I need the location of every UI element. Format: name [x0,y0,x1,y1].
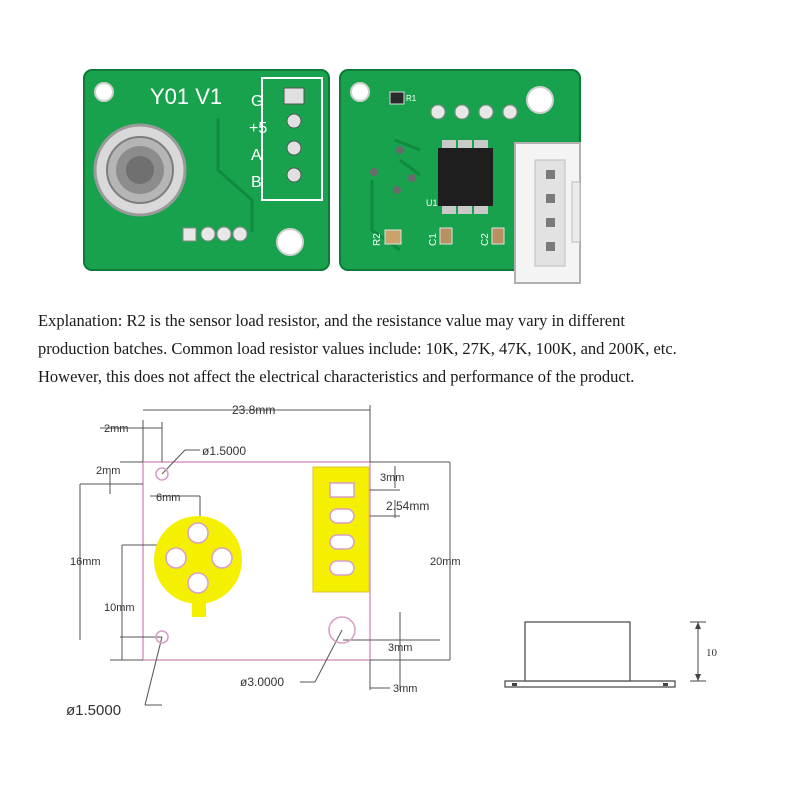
board-back: R1 U1 R2 C1 C2 [339,69,581,284]
connector-pads [283,87,305,183]
board-title: Y01 V1 [150,84,222,109]
side-view: 10 [504,621,718,688]
pin-label-g: G [251,93,263,110]
board-outline [142,461,371,661]
explanation-line: Explanation: R2 is the sensor load resis… [38,311,625,330]
dim-big-hole-diameter: ø3.0000 [240,675,284,689]
dim-pin-offset: 3mm [380,472,404,484]
explanation-text: Explanation: R2 is the sensor load resis… [38,307,778,391]
mount-hole-large [328,616,356,644]
mount-hole [526,86,554,114]
side-view-height: 10 [706,647,718,659]
dim-width: 23.8mm [232,403,275,417]
dim-big-hole-offset-x: 3mm [393,683,417,695]
dim-hole-bottom-diameter: ø1.5000 [66,702,121,719]
dim-pin-pitch: 2.54mm [386,499,429,513]
dim-sensor-to-bottom: 10mm [104,602,135,614]
dim-hole-offset-x: 2mm [104,423,128,435]
label-c2: C2 [480,233,491,246]
board-front: Y01 V1 G +5 A B [83,69,330,271]
dim-height-right: 20mm [430,556,461,568]
connector-footprint [312,466,370,593]
pin-pads [182,226,248,242]
gas-sensor-icon [93,123,187,217]
mount-hole-small [155,630,169,644]
dim-hole-offset-y: 2mm [96,465,120,477]
mount-hole [350,82,370,102]
jst-connector-icon [514,142,581,284]
label-u1: U1 [426,198,438,208]
mount-hole [276,228,304,256]
pin-label-b: B [251,174,262,191]
mount-hole-small [155,467,169,481]
explanation-line: production batches. Common load resistor… [38,339,677,358]
label-r2: R2 [372,233,383,246]
module-photo: Y01 V1 G +5 A B [83,69,581,284]
pin-label-5v: +5 [249,120,267,137]
explanation-line: However, this does not affect the electr… [38,367,635,386]
ic-chip-icon [438,140,493,214]
label-r1: R1 [406,94,417,103]
label-c1: C1 [428,233,439,246]
dim-big-hole-offset-y: 3mm [388,642,412,654]
sensor-footprint [154,516,242,617]
dim-sensor-offset: 6mm [156,492,180,504]
dim-hole-top-diameter: ø1.5000 [202,444,246,458]
mount-hole [94,82,114,102]
dim-height-left: 16mm [70,556,101,568]
pin-label-a: A [251,147,262,164]
